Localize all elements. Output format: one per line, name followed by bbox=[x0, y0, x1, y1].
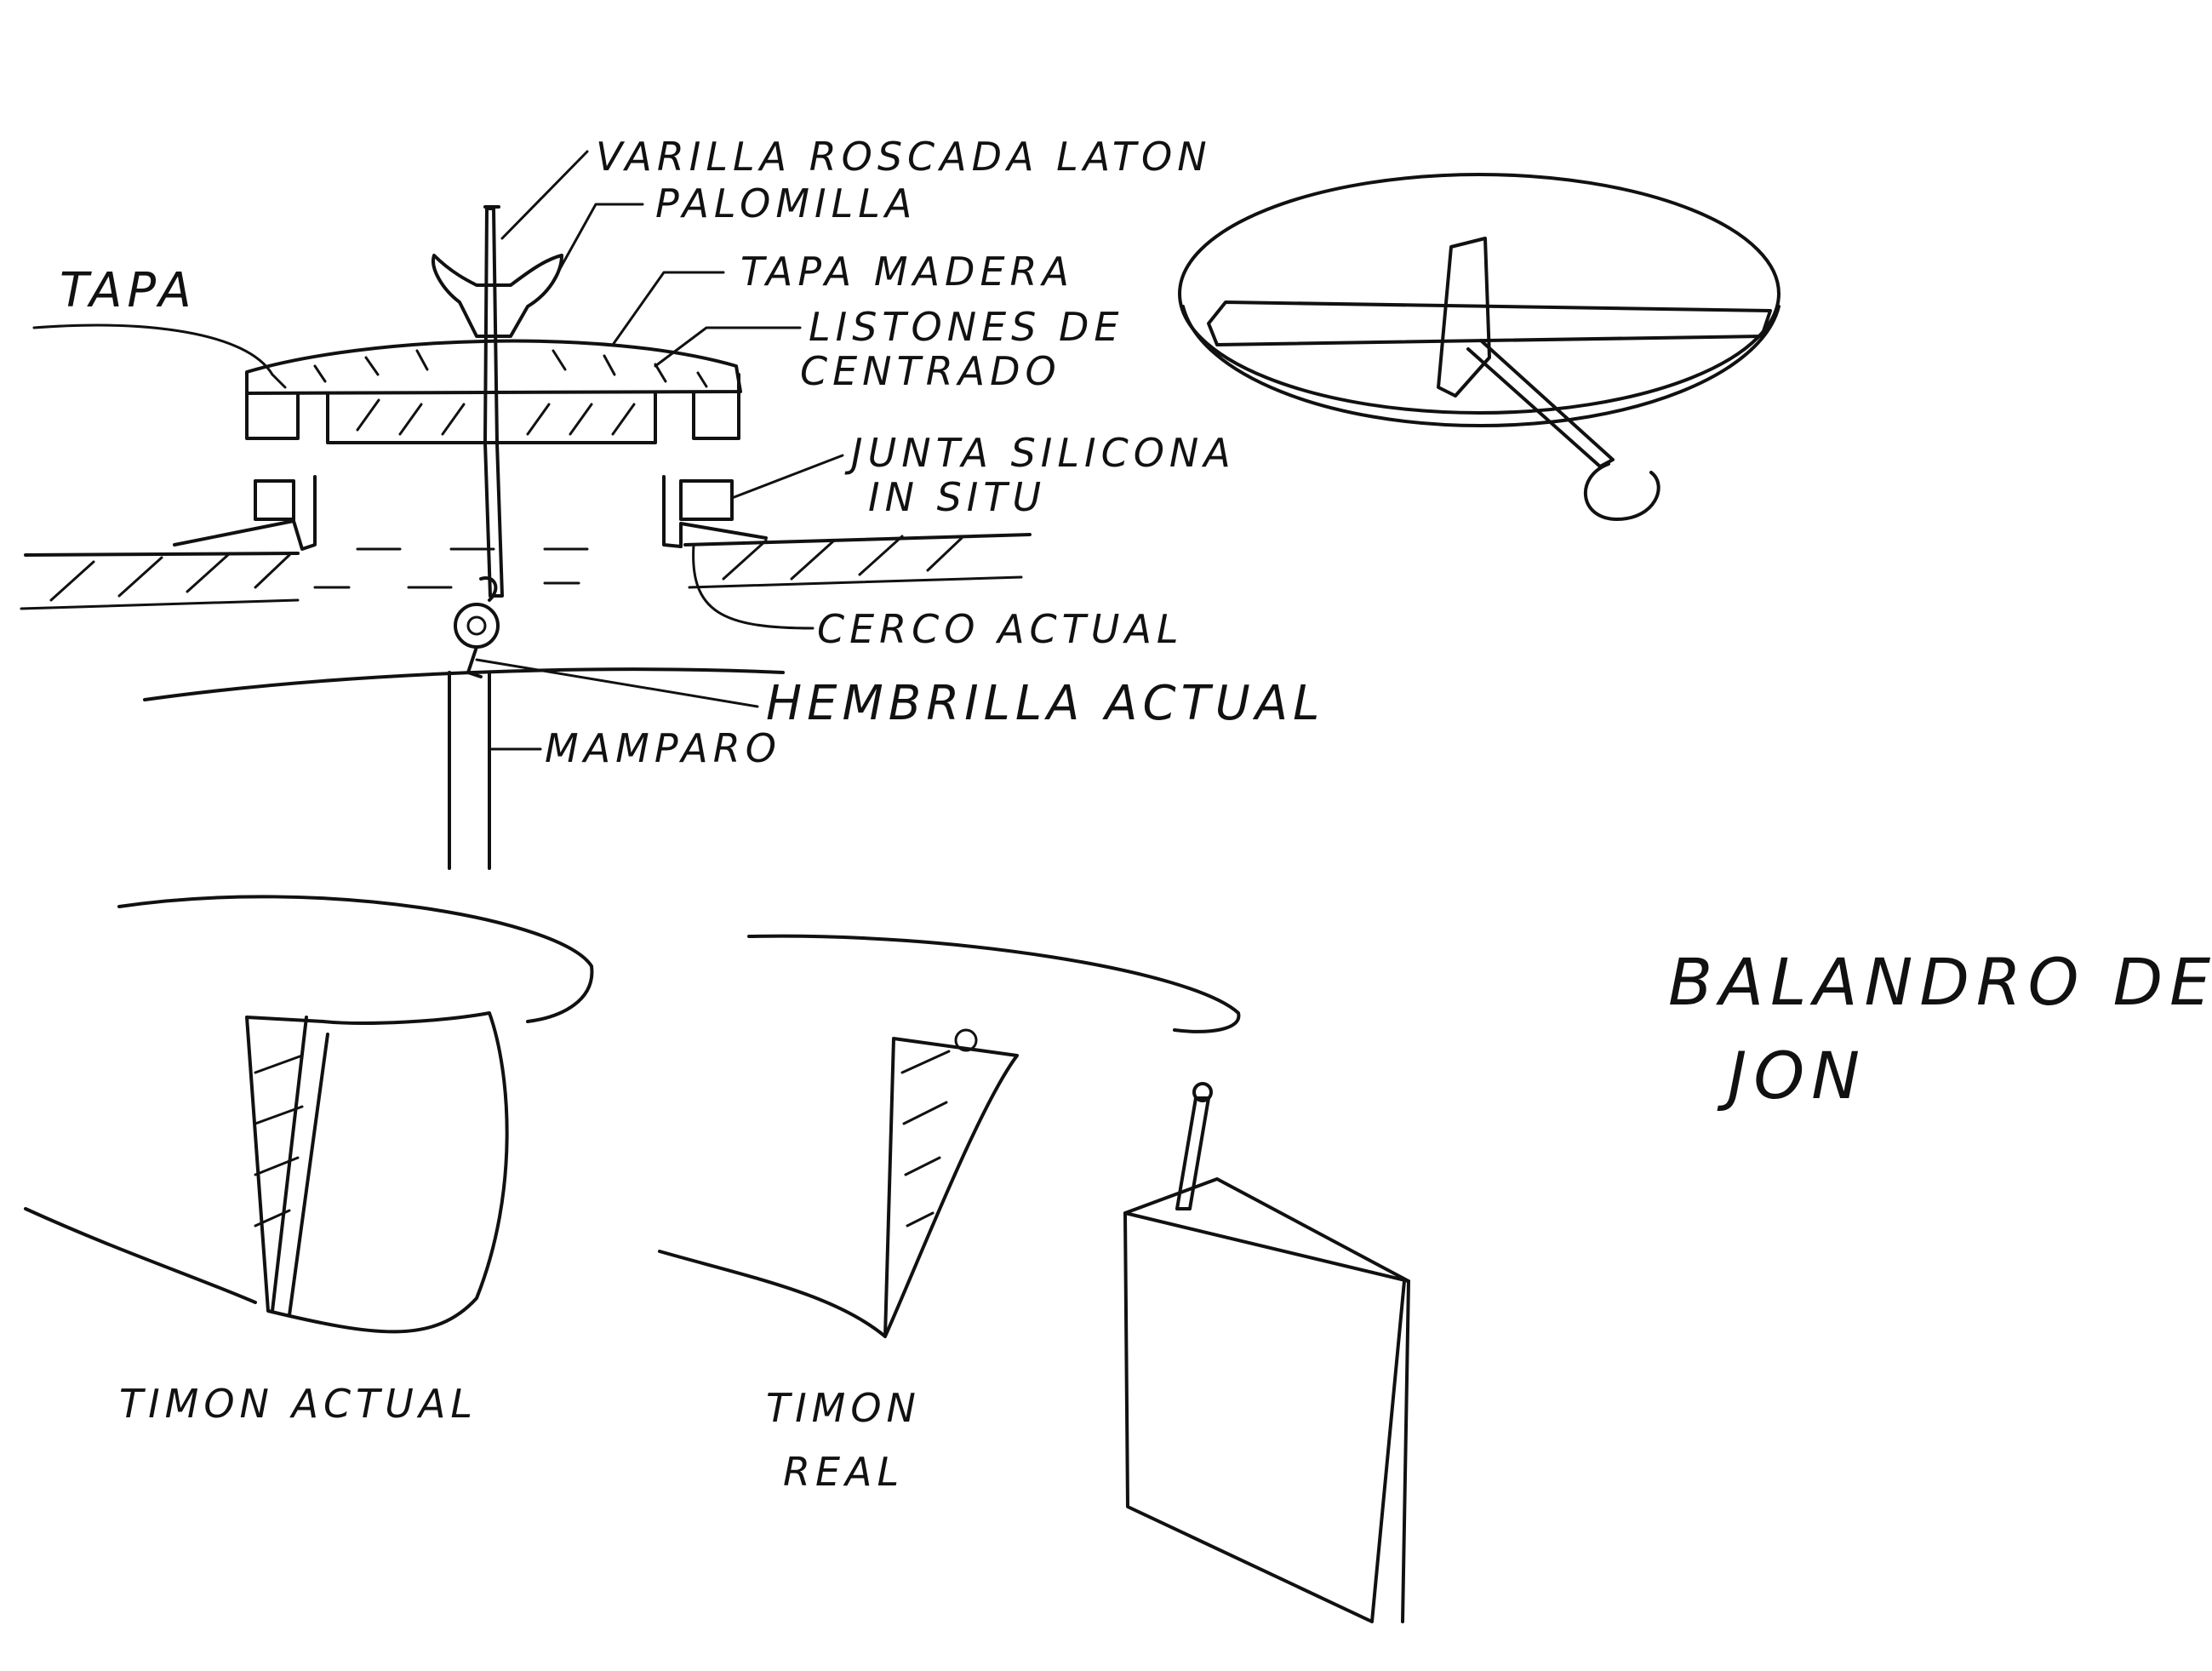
label-cerco: CERCO ACTUAL bbox=[817, 606, 1184, 652]
lid-top-ellipse bbox=[1178, 173, 1780, 415]
label-mamparo: MAMPARO bbox=[545, 725, 781, 771]
label-tapa-madera: TAPA MADERA bbox=[740, 249, 1074, 295]
label-varilla: VARILLA ROSCADA LATON bbox=[596, 134, 1212, 180]
lid-rim bbox=[1181, 305, 1780, 427]
label-timon-real-2: REAL bbox=[783, 1449, 904, 1495]
labels: VARILLA ROSCADA LATON PALOMILLA TAPA MAD… bbox=[60, 134, 2212, 1495]
timon-actual-drawing bbox=[24, 895, 594, 1334]
leader-tapa bbox=[32, 323, 274, 376]
label-listones-2: CENTRADO bbox=[800, 348, 1061, 394]
hull-bottom-mid bbox=[658, 1250, 887, 1338]
leader-hembrilla bbox=[475, 658, 759, 708]
silicone-seal-right bbox=[679, 479, 734, 521]
rudder-mid-hatching bbox=[900, 1050, 951, 1227]
hull-arc-left bbox=[117, 895, 594, 1023]
label-hembrilla: HEMBRILLA ACTUAL bbox=[766, 676, 1324, 731]
label-listones-1: LISTONES DE bbox=[809, 304, 1123, 350]
label-junta-1: JUNTA SILICONA bbox=[844, 430, 1236, 476]
rudder-left-post bbox=[271, 1016, 329, 1317]
bulkhead bbox=[448, 671, 491, 870]
silicone-seal-left bbox=[254, 479, 295, 521]
leader-listones bbox=[654, 326, 802, 368]
bulkhead-horizon bbox=[143, 667, 785, 701]
label-timon-real-1: TIMON bbox=[766, 1385, 921, 1431]
new-rudder-shaft bbox=[1175, 1096, 1210, 1210]
new-rudder-shaft-top bbox=[1192, 1082, 1213, 1102]
title-line-2: JON bbox=[1717, 1038, 1866, 1113]
timon-real-drawing bbox=[658, 934, 1241, 1338]
cross-section-drawing bbox=[20, 150, 1032, 870]
lid-grain bbox=[271, 349, 708, 389]
new-rudder-edge bbox=[1401, 1279, 1410, 1623]
leader-varilla bbox=[500, 150, 589, 240]
new-rudder-top bbox=[1123, 1177, 1410, 1283]
deck-hatching bbox=[49, 535, 963, 602]
wing-nut bbox=[432, 254, 563, 338]
label-junta-2: IN SITU bbox=[868, 474, 1046, 520]
hull-arc-mid bbox=[747, 934, 1241, 1033]
new-rudder-blade bbox=[1123, 1211, 1406, 1623]
deck-right bbox=[683, 533, 1032, 547]
frame-right bbox=[662, 475, 768, 548]
wooden-lid bbox=[245, 339, 742, 395]
hull-bottom-left bbox=[24, 1207, 257, 1304]
rudder-left bbox=[245, 1011, 509, 1334]
label-tapa: TAPA bbox=[60, 263, 197, 318]
centering-battens bbox=[326, 392, 657, 444]
new-rudder-drawing bbox=[1123, 1082, 1410, 1623]
title-line-1: BALANDRO DE bbox=[1668, 944, 2212, 1020]
leader-junta bbox=[730, 454, 844, 500]
deck-underline-right bbox=[688, 575, 1023, 589]
batten-long bbox=[1207, 300, 1772, 346]
threaded-rod bbox=[483, 207, 504, 598]
lid-left-block bbox=[245, 373, 300, 440]
frame-left bbox=[173, 475, 317, 551]
rudder-mid bbox=[883, 1037, 1019, 1338]
lid-perspective-drawing bbox=[1178, 173, 1780, 521]
eye-bolt bbox=[454, 603, 500, 649]
rudder-mid-pin bbox=[954, 1028, 978, 1052]
label-timon-actual: TIMON ACTUAL bbox=[119, 1381, 477, 1427]
rudder-left-hatching bbox=[254, 1054, 304, 1227]
eye-bolt-inner bbox=[466, 615, 487, 636]
lid-right-block bbox=[692, 373, 740, 440]
label-palomilla: PALOMILLA bbox=[655, 180, 917, 226]
batten-cross bbox=[1437, 237, 1491, 398]
leader-cerco bbox=[692, 543, 814, 630]
deck-underline-left bbox=[20, 598, 300, 610]
deck-left bbox=[24, 552, 300, 557]
leader-tapa-madera bbox=[611, 271, 725, 346]
leader-palomilla bbox=[552, 203, 644, 283]
batten-hatching bbox=[356, 398, 636, 436]
lid-hook bbox=[1584, 462, 1660, 521]
water-dashes bbox=[313, 547, 589, 589]
